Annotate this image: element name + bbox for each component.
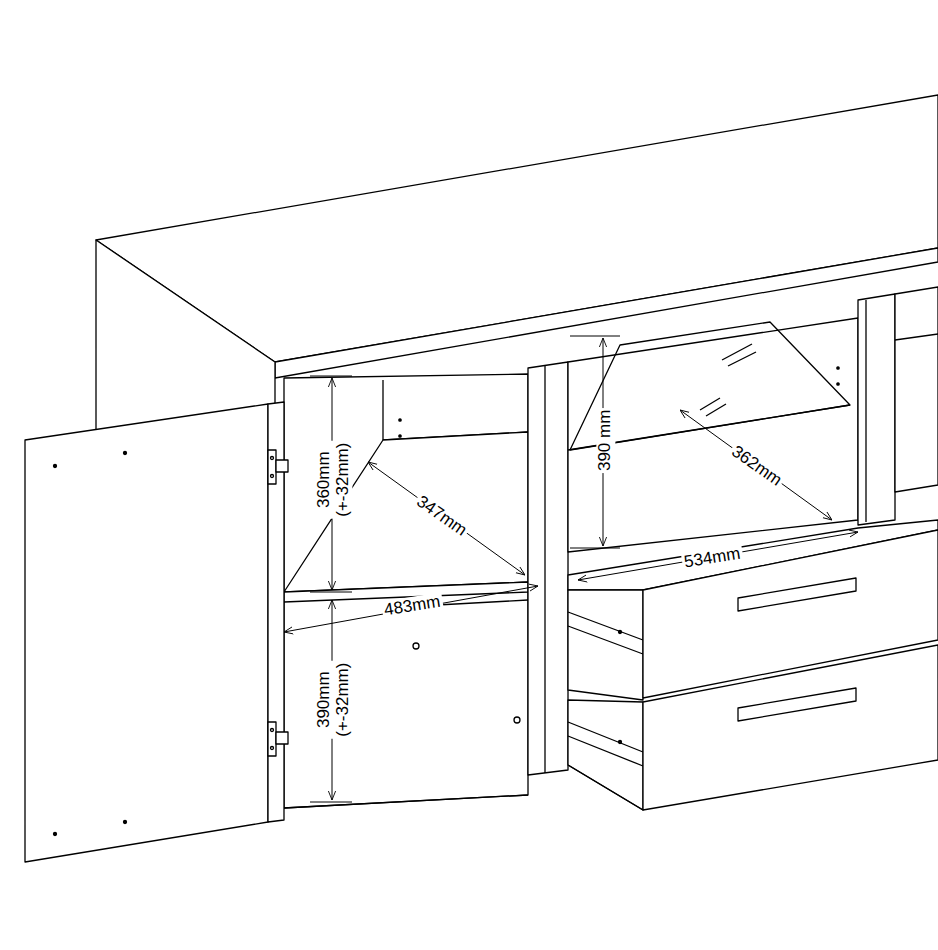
line-art (568, 722, 643, 752)
line-art (284, 586, 538, 632)
line-art (700, 398, 720, 410)
line-art (271, 457, 274, 460)
line-art (568, 590, 643, 700)
line-art (310, 592, 352, 593)
line-art (284, 795, 528, 808)
line-art (578, 532, 858, 580)
line-art (54, 465, 57, 468)
line-art (728, 352, 756, 366)
line-art (124, 452, 127, 455)
line-art (284, 374, 528, 808)
line-art (54, 833, 57, 836)
line-art (413, 643, 419, 649)
dimension-label: 362mm (726, 441, 786, 491)
line-art (271, 729, 274, 732)
line-art (865, 300, 866, 522)
line-art (25, 404, 268, 862)
line-art (124, 821, 127, 824)
line-art (738, 688, 856, 721)
line-art (568, 612, 643, 640)
line-art (837, 383, 839, 385)
line-art (544, 366, 545, 773)
line-art (722, 344, 752, 360)
line-art (570, 336, 620, 337)
line-art (399, 435, 401, 437)
line-art (276, 732, 288, 744)
line-art (568, 736, 643, 766)
line-art (706, 404, 726, 416)
dimension-label: 347mm (411, 491, 471, 541)
line-art (368, 462, 525, 575)
line-art (268, 722, 276, 756)
line-art (895, 287, 938, 492)
dimension-label: 390mm (+-32mm) (315, 661, 352, 739)
line-art (837, 367, 839, 369)
line-art (310, 802, 352, 803)
line-art (570, 548, 620, 549)
line-art (382, 380, 383, 440)
line-art (276, 460, 288, 472)
line-art (738, 578, 856, 611)
line-art (271, 475, 274, 478)
line-art (284, 432, 528, 592)
line-art (680, 410, 832, 520)
line-art (514, 717, 520, 723)
line-art (528, 362, 568, 775)
line-art (568, 700, 643, 810)
line-art (568, 626, 643, 654)
dimension-label: 534mm (681, 544, 744, 572)
line-art (619, 741, 622, 744)
line-art (643, 645, 938, 810)
line-art (568, 318, 858, 552)
line-art (895, 334, 938, 340)
dimension-label: 483mm (381, 592, 444, 620)
line-art (268, 450, 276, 484)
line-art (619, 631, 622, 634)
line-art (399, 419, 401, 421)
line-art (25, 95, 938, 862)
dimension-label: 390 mm (597, 407, 616, 472)
line-art (568, 765, 643, 810)
dimension-label: 360mm (+-32mm) (315, 441, 352, 519)
line-art (310, 376, 352, 377)
line-art (284, 336, 858, 802)
line-art (271, 747, 274, 750)
line-art (858, 294, 895, 525)
